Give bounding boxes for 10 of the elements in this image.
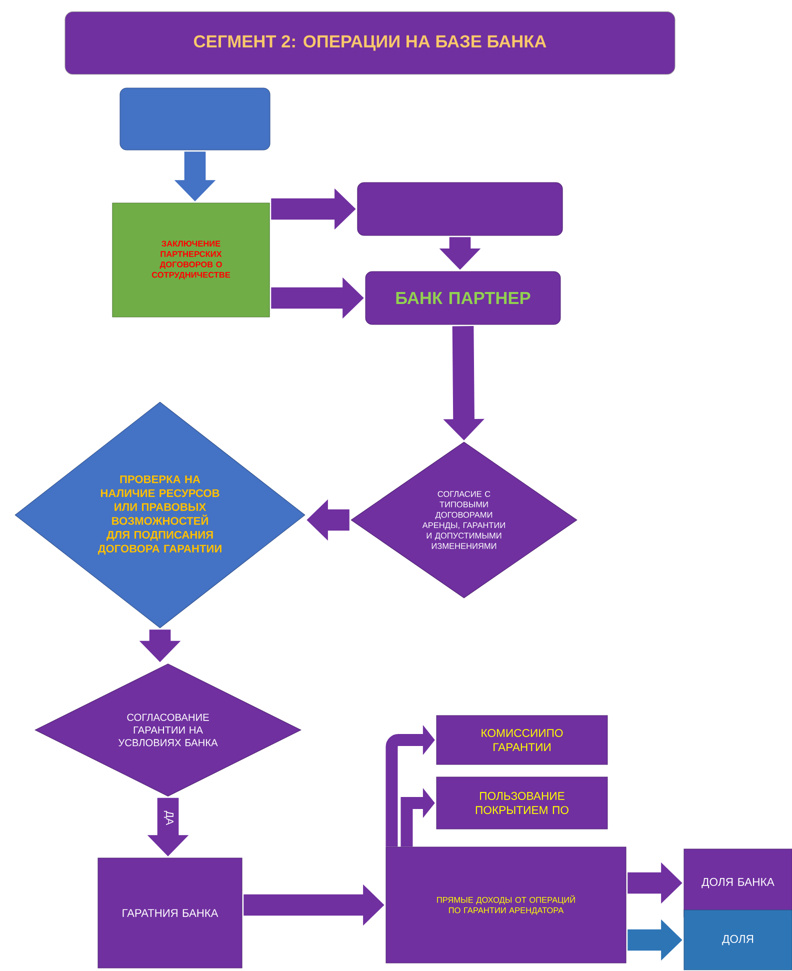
process-box: ПРЯМЫЕ ДОХОДЫ ОТ ОПЕРАЦИЙ ПО ГАРАНТИИ АРЕНДАТОРА xyxy=(386,846,626,964)
edge-label: ДА xyxy=(164,810,174,826)
process-box: ГАРАТНИЯ БАНКА xyxy=(98,858,242,968)
process-box: ДОЛЯ БАНКА xyxy=(684,848,792,918)
title-banner: СЕГМЕНТ 2: ОПЕРАЦИИ НА БАЗЕ БАНКА xyxy=(64,11,676,75)
process-box: БАНК ПАРТНЕР xyxy=(365,271,561,325)
process-box: ДОЛЯ xyxy=(684,910,792,970)
process-box: ЗАКЛЮЧЕНИЕ ПАРТНЕРСКИХ ДОГОВОРОВ О СОТРУДНИЧЕСТВЕ xyxy=(112,202,270,318)
empty-box xyxy=(120,88,270,150)
empty-box xyxy=(357,182,563,236)
